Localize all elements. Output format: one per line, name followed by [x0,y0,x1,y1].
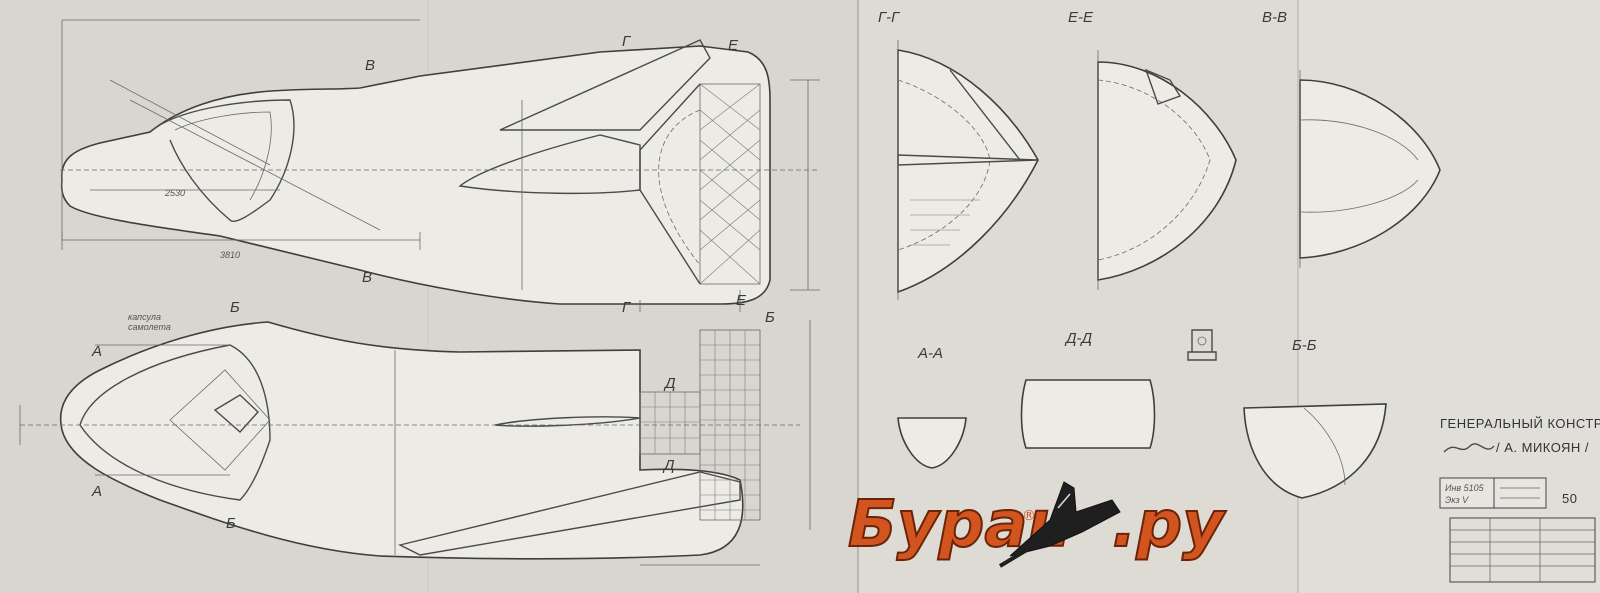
section-label-d-d: Д-Д [1064,330,1093,347]
section-label-a-a: А-А [917,345,943,362]
marker-e-bottom: Е [736,292,747,309]
section-label-v-v: В-В [1262,9,1287,26]
section-b-b [1243,403,1387,499]
designer-name: / А. МИКОЯН / [1496,440,1589,455]
section-d-d [1020,329,1217,449]
inventory-copy: Экз V [1445,495,1469,505]
marker-g1-top: Г [622,33,632,50]
marker-d-lower: Д [662,457,675,474]
marker-e1-top: Е [728,37,739,54]
marker-a-lower: А [91,483,102,500]
side-view [60,19,820,312]
section-label-g-g: Г-Г [878,9,901,26]
section-label-b-b: Б-Б [1292,337,1317,354]
section-a-a [897,417,967,469]
dim-2530: 2530 [164,188,185,198]
registered-mark: ® [1022,508,1036,524]
sheet-number: 50 [1562,491,1577,506]
shuttle-icon [998,481,1121,568]
dim-3810: 3810 [220,250,240,260]
watermark-text-right: .ру [1112,488,1226,562]
marker-b-lower: Б [226,515,236,532]
plan-view [19,320,811,566]
watermark-text-left: Буран [848,488,1072,562]
signature [1443,443,1495,453]
marker-g-bottom: Г [622,299,632,316]
title-block-table [1449,517,1596,583]
marker-b-right: Б [765,309,775,326]
watermark-logo: Буран ® .ру [847,481,1227,568]
section-label-e-e: Е-Е [1068,9,1094,26]
section-v-v [1299,70,1441,268]
marker-a-upper: А [91,343,102,360]
marker-v-bottom: В [362,269,372,286]
marker-b1: Б [230,299,240,316]
marker-v1-top: В [365,57,375,74]
stamp-block [1439,477,1547,509]
marker-d1: Д [663,375,676,392]
section-e-e [1097,50,1237,290]
inventory-number: Инв 5105 [1445,483,1485,493]
section-g-g [897,40,1039,300]
designer-title: ГЕНЕРАЛЬНЫЙ КОНСТРУКТОР [1440,416,1600,431]
